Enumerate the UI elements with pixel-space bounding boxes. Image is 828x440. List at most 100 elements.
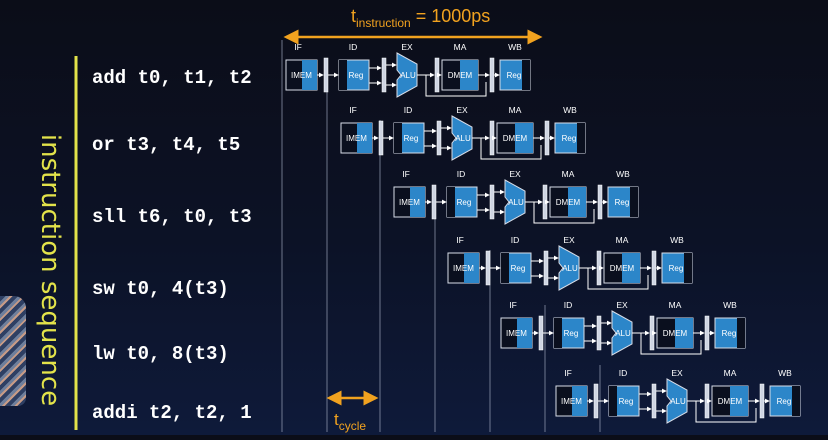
stage-label-id: ID: [404, 105, 413, 115]
stage-label-id: ID: [619, 368, 628, 378]
imem-box-blue: [302, 60, 317, 90]
pipe-reg-if-id: [538, 315, 544, 351]
pipe-reg-ma-wb: [704, 315, 710, 351]
imem-label: IMEM: [291, 71, 312, 80]
alu-label: ALU: [615, 329, 631, 338]
imem-box-blue: [357, 123, 372, 153]
reg-write-dark: [737, 318, 745, 348]
reg-read-dark: [554, 318, 562, 348]
instruction-5: lw t0, 8(t3): [92, 343, 229, 365]
imem-box-blue: [464, 253, 479, 283]
instruction-6: addi t2, t2, 1: [92, 402, 252, 424]
pipe-reg-ma-wb: [544, 120, 550, 156]
pipe-reg-ex-ma: [489, 120, 495, 156]
reg-write-dark: [630, 187, 638, 217]
pipe-reg-if-id: [593, 383, 599, 419]
pipe-reg-ma-wb: [597, 184, 603, 220]
stage-label-id: ID: [349, 42, 358, 52]
stage-label-ex: EX: [456, 105, 468, 115]
stage-label-ma: MA: [669, 300, 682, 310]
imem-label: IMEM: [561, 397, 582, 406]
stage-label-ex: EX: [671, 368, 683, 378]
reg-write-dark: [684, 253, 692, 283]
stage-label-if: IF: [564, 368, 572, 378]
imem-box-blue: [517, 318, 532, 348]
wire-alu-bypass: [533, 202, 595, 224]
wire-alu-bypass: [425, 75, 487, 97]
alu-label: ALU: [670, 397, 686, 406]
reg-read-dark: [501, 253, 509, 283]
dmem-box-blue: [675, 318, 693, 348]
stage-label-ma: MA: [616, 235, 629, 245]
reg-read-label: Reg: [564, 329, 579, 338]
pipe-reg-id-ex: [436, 120, 442, 156]
stage-label-id: ID: [511, 235, 520, 245]
stage-label-ex: EX: [563, 235, 575, 245]
instruction-3: sll t6, t0, t3: [92, 206, 252, 228]
reg-read-dark: [609, 386, 617, 416]
pipe-reg-ma-wb: [651, 250, 657, 286]
stage-label-id: ID: [564, 300, 573, 310]
dmem-box-blue: [568, 187, 586, 217]
reg-read-label: Reg: [457, 198, 472, 207]
pipe-reg-if-id: [323, 57, 329, 93]
pipe-reg-ex-ma: [704, 383, 710, 419]
alu-shape: [611, 310, 633, 356]
stage-label-wb: WB: [723, 300, 737, 310]
stage-label-wb: WB: [670, 235, 684, 245]
reg-read-label: Reg: [404, 134, 419, 143]
dmem-label: DMEM: [610, 264, 635, 273]
t-cycle-label: tcycle: [334, 410, 366, 433]
reg-write-label: Reg: [669, 264, 684, 273]
alu-label: ALU: [508, 198, 524, 207]
imem-label: IMEM: [453, 264, 474, 273]
instruction-4: sw t0, 4(t3): [92, 278, 229, 300]
pipe-reg-ex-ma: [649, 315, 655, 351]
pipe-reg-id-ex: [489, 184, 495, 220]
dmem-box-blue: [460, 60, 478, 90]
dmem-box-blue: [622, 253, 640, 283]
stage-label-ma: MA: [509, 105, 522, 115]
reg-write-label: Reg: [615, 198, 630, 207]
imem-box-blue: [410, 187, 425, 217]
instruction-sequence-label: instruction sequence: [35, 133, 65, 407]
t-instruction-label: tinstruction = 1000ps: [351, 6, 490, 30]
imem-label: IMEM: [399, 198, 420, 207]
dmem-label: DMEM: [556, 198, 581, 207]
stage-label-ma: MA: [454, 42, 467, 52]
reg-write-label: Reg: [777, 397, 792, 406]
dmem-label: DMEM: [663, 329, 688, 338]
alu-shape: [666, 378, 688, 424]
reg-write-label: Reg: [507, 71, 522, 80]
stage-label-ex: EX: [616, 300, 628, 310]
alu-label: ALU: [562, 264, 578, 273]
reg-write-label: Reg: [562, 134, 577, 143]
wire-alu-bypass: [640, 333, 702, 355]
wire-alu-bypass: [587, 268, 649, 290]
pipe-reg-ma-wb: [759, 383, 765, 419]
dmem-label: DMEM: [503, 134, 528, 143]
pipe-reg-id-ex: [596, 315, 602, 351]
reg-write-dark: [522, 60, 530, 90]
dmem-box-blue: [515, 123, 533, 153]
presenter-photo: [0, 296, 26, 406]
stage-label-wb: WB: [563, 105, 577, 115]
alu-label: ALU: [455, 134, 471, 143]
stage-label-wb: WB: [616, 169, 630, 179]
reg-read-label: Reg: [511, 264, 526, 273]
dmem-box-blue: [730, 386, 748, 416]
stage-label-if: IF: [349, 105, 357, 115]
pipe-reg-id-ex: [381, 57, 387, 93]
instruction-1: add t0, t1, t2: [92, 67, 252, 89]
reg-read-dark: [339, 60, 347, 90]
reg-read-label: Reg: [349, 71, 364, 80]
pipe-reg-ma-wb: [489, 57, 495, 93]
wire-alu-bypass: [695, 401, 757, 423]
stage-label-if: IF: [509, 300, 517, 310]
